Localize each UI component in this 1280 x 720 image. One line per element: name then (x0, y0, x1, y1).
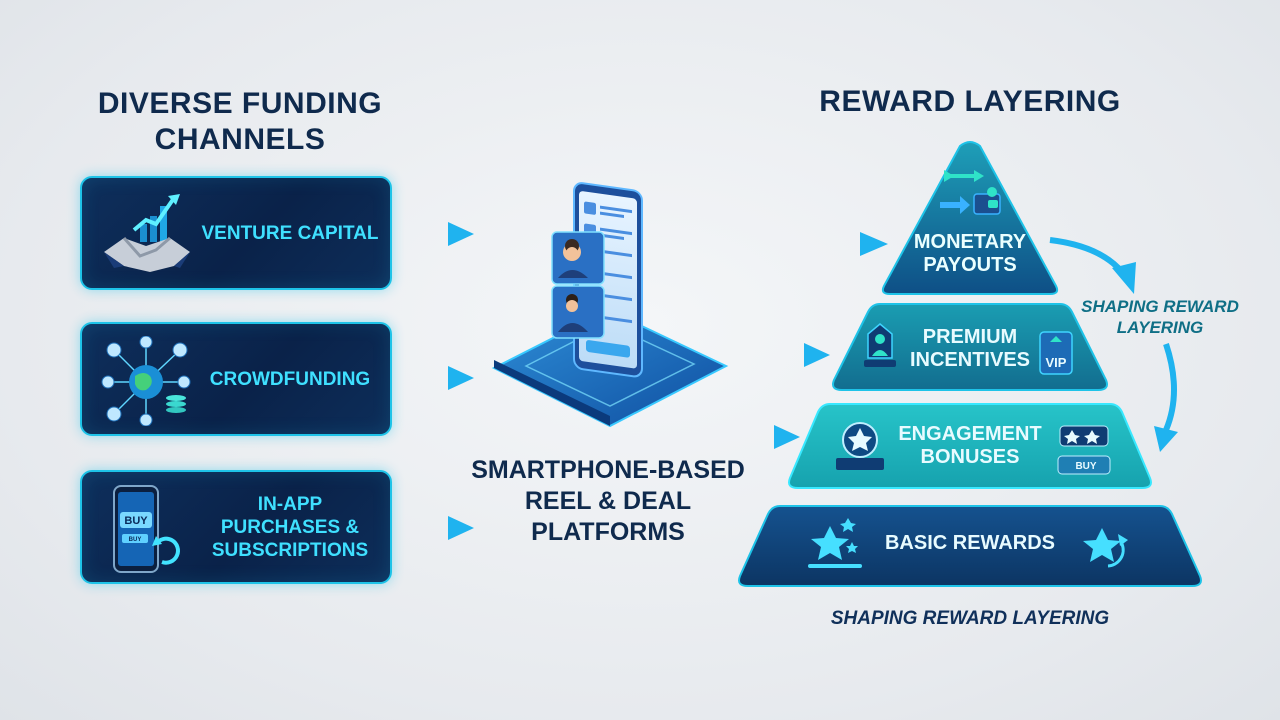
tier-label-monetary: MONETARY PAYOUTS (913, 231, 1027, 276)
smartphone-platform[interactable] (490, 178, 730, 428)
channel-in-app-purchases[interactable]: BUY BUY IN-APP PURCHASES & SUBSCRIPTIONS (80, 470, 392, 584)
phone-buy-icon: BUY BUY (113, 485, 180, 573)
platform-label: SMARTPHONE-BASED REEL & DEAL PLATFORMS (471, 456, 745, 546)
buy-text: BUY (124, 515, 148, 527)
tier-label-basic: BASIC REWARDS (884, 532, 1055, 554)
tier-label-engagement: ENGAGEMENT BONUSES (898, 423, 1042, 468)
stars-icon (808, 518, 862, 568)
stars-buy-icon: BUY (1057, 425, 1111, 475)
buy-tag-text: BUY (1075, 461, 1096, 472)
channel-crowdfunding[interactable]: CROWDFUNDING (80, 322, 392, 436)
channel-label: IN-APP PURCHASES & SUBSCRIPTIONS (211, 493, 369, 561)
channel-venture-capital[interactable]: VENTURE CAPITAL (80, 176, 392, 290)
tier-monetary-payouts[interactable] (881, 141, 1059, 295)
reward-pyramid: VIP BUY (738, 141, 1202, 587)
channel-label: VENTURE CAPITAL (201, 222, 379, 244)
vip-tag: VIP (1039, 331, 1073, 375)
globe-network-icon (101, 336, 191, 426)
buy-text-small: BUY (129, 537, 142, 543)
footer-note: SHAPING REWARD LAYERING (830, 608, 1110, 629)
wallet-transfer-icon (940, 170, 1001, 215)
vip-badge-icon (864, 323, 896, 367)
tier-premium-incentives[interactable]: VIP (832, 303, 1108, 391)
tier-basic-rewards[interactable] (738, 505, 1202, 587)
funding-channels-title: DIVERSE FUNDING CHANNELS (97, 87, 383, 156)
tier-label-premium: PREMIUM INCENTIVES (909, 326, 1031, 371)
star-badge-icon (836, 422, 884, 470)
arrow-cf-to-platform (408, 366, 474, 390)
arrow-vc-to-platform (408, 222, 474, 246)
smartphone-platform-icon (491, 182, 729, 428)
vip-text: VIP (1046, 355, 1067, 370)
side-note: SHAPING REWARD LAYERING (1081, 297, 1239, 337)
video-card-top (551, 231, 605, 285)
channel-label: CROWDFUNDING (209, 368, 371, 390)
handshake-growth-icon (104, 194, 190, 272)
reward-layering-title: REWARD LAYERING (819, 85, 1121, 118)
star-refresh-icon (1083, 528, 1128, 568)
video-card-bottom (551, 285, 605, 339)
tier-engagement-bonuses[interactable]: BUY (788, 403, 1152, 489)
